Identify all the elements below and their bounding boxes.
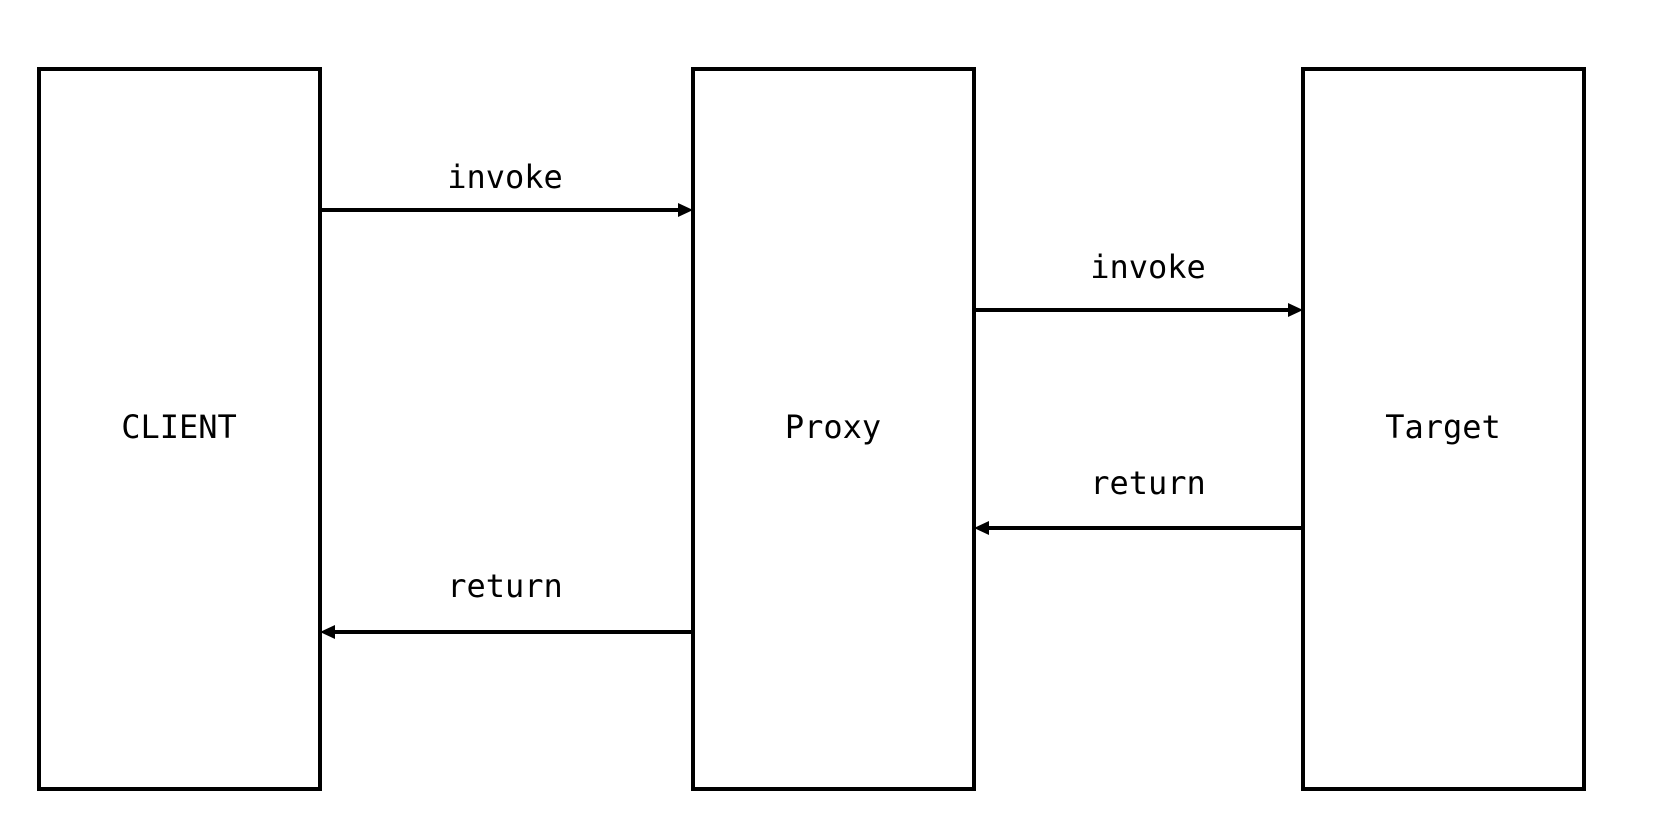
- arrow-right-head: [678, 203, 693, 217]
- client-label: CLIENT: [121, 408, 237, 446]
- client-node: CLIENT: [37, 67, 322, 791]
- edge-client-to-proxy-label: invoke: [447, 158, 563, 196]
- target-box: [1301, 67, 1586, 791]
- edge-target-to-proxy: return: [974, 464, 1303, 535]
- edge-target-to-proxy-label: return: [1090, 464, 1206, 502]
- arrow-left-head: [320, 625, 335, 639]
- edge-proxy-to-client-label: return: [447, 567, 563, 605]
- proxy-box: [691, 67, 976, 791]
- client-box: [37, 67, 322, 791]
- edge-proxy-to-target: invoke: [974, 248, 1303, 317]
- proxy-label: Proxy: [785, 408, 881, 446]
- edge-proxy-to-client: return: [320, 567, 693, 639]
- target-label: Target: [1385, 408, 1501, 446]
- edge-client-to-proxy: invoke: [320, 158, 693, 217]
- arrow-right-head: [1288, 303, 1303, 317]
- arrow-left-head: [974, 521, 989, 535]
- target-node: Target: [1301, 67, 1586, 791]
- proxy-node: Proxy: [691, 67, 976, 791]
- edge-proxy-to-target-label: invoke: [1090, 248, 1206, 286]
